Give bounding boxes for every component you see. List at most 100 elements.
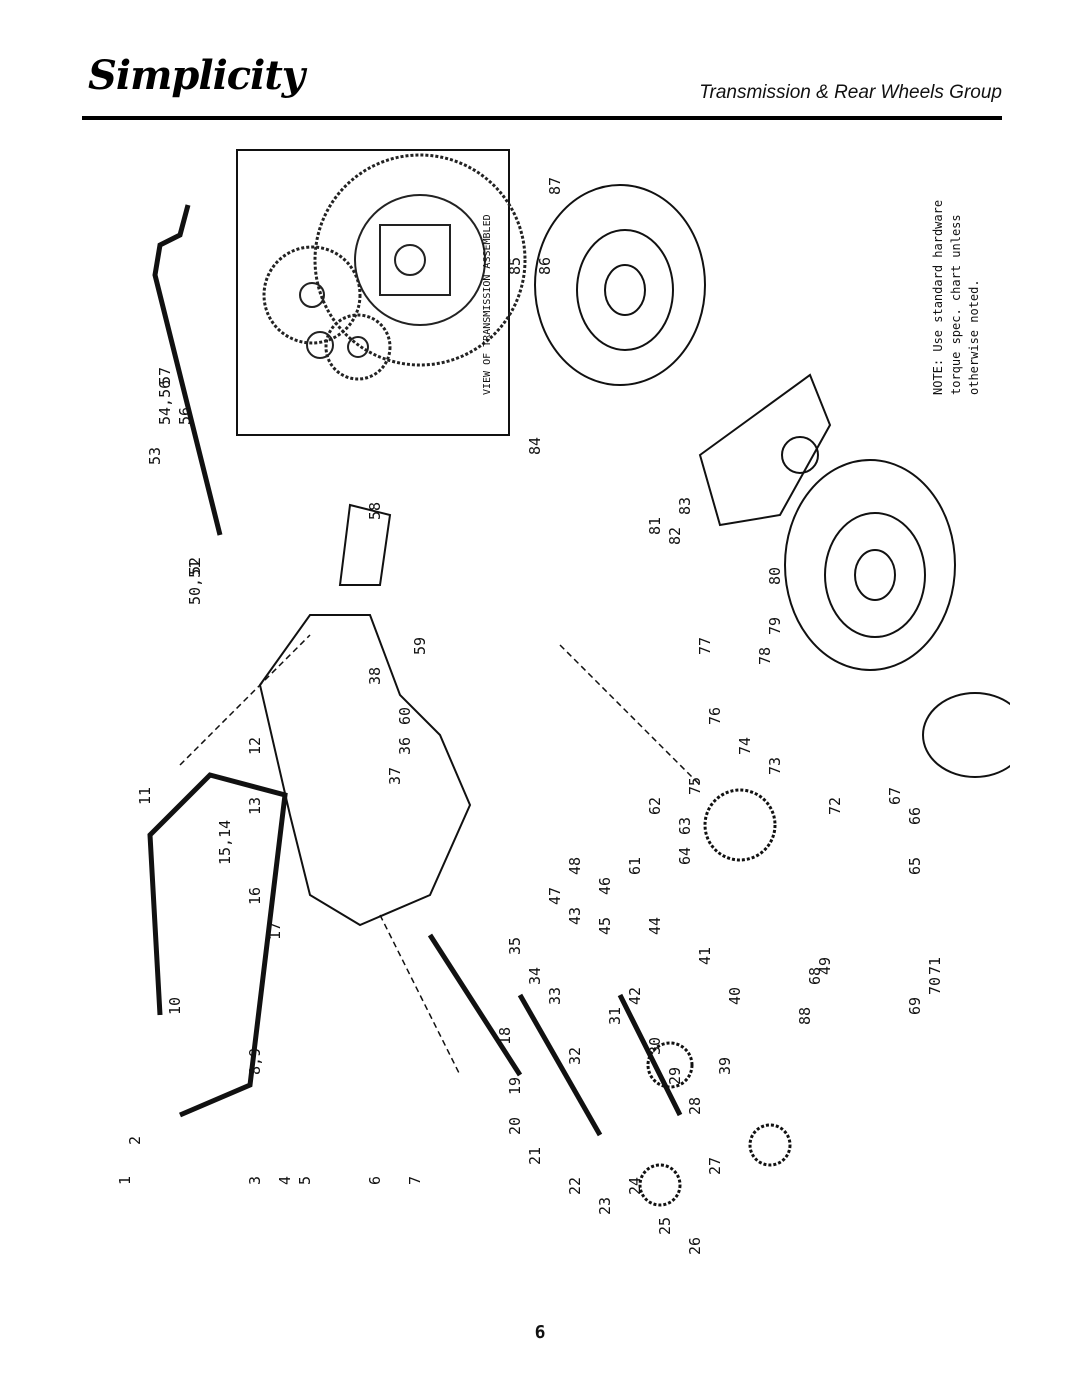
- callout-8-9: 8,9: [246, 1048, 264, 1075]
- shift-rod: [152, 204, 223, 536]
- note-line-1: NOTE: Use standard hardware: [931, 200, 945, 395]
- callout-82: 82: [666, 527, 684, 545]
- callout-48: 48: [566, 857, 584, 875]
- callout-35: 35: [506, 937, 524, 955]
- callout-43: 43: [566, 907, 584, 925]
- callout-83: 83: [676, 497, 694, 515]
- callout-27: 27: [706, 1157, 724, 1175]
- callout-32: 32: [566, 1047, 584, 1065]
- callout-88: 88: [796, 1007, 814, 1025]
- gear-set: [638, 788, 792, 1207]
- callout-19: 19: [506, 1077, 524, 1095]
- note-line-2: torque spec. chart unless: [949, 214, 963, 395]
- frame-bracket: [338, 503, 392, 586]
- transmission-frame: [258, 614, 472, 927]
- callout-3: 3: [246, 1176, 264, 1185]
- callout-1: 1: [116, 1176, 134, 1185]
- callout-33: 33: [546, 987, 564, 1005]
- callout-64: 64: [676, 847, 694, 865]
- hub-cap: [922, 692, 1010, 778]
- axle-shaft-c: [617, 993, 683, 1117]
- callout-66: 66: [906, 807, 924, 825]
- callout-30: 30: [646, 1037, 664, 1055]
- callout-25: 25: [656, 1217, 674, 1235]
- callout-31: 31: [606, 1007, 624, 1025]
- rear-wheel-upper: [534, 184, 706, 386]
- callout-50-51: 50,51: [186, 560, 204, 605]
- callout-11: 11: [136, 787, 154, 805]
- callout-15-14: 15,14: [216, 820, 234, 865]
- callout-74: 74: [736, 737, 754, 755]
- callout-56: 56: [176, 407, 194, 425]
- callout-79: 79: [766, 617, 784, 635]
- callout-10: 10: [166, 997, 184, 1015]
- handle-frame: [147, 772, 288, 1118]
- torque-note: NOTE: Use standard hardware torque spec.…: [931, 200, 981, 395]
- callout-24: 24: [626, 1177, 644, 1195]
- callout-60: 60: [396, 707, 414, 725]
- callout-26: 26: [686, 1237, 704, 1255]
- callout-73: 73: [766, 757, 784, 775]
- callout-45: 45: [596, 917, 614, 935]
- callout-12: 12: [246, 737, 264, 755]
- transmission-housing: [698, 373, 832, 527]
- rear-wheel-lower: [784, 459, 956, 671]
- callout-77: 77: [696, 637, 714, 655]
- note-line-3: otherwise noted.: [967, 279, 981, 395]
- page-number: 6: [534, 1322, 546, 1343]
- inset-view: VIEW OF TRANSMISSION ASSEMBLED: [236, 149, 527, 436]
- header-rule: [82, 116, 1002, 120]
- callout-81: 81: [646, 517, 664, 535]
- callout-61: 61: [626, 857, 644, 875]
- callout-76: 76: [706, 707, 724, 725]
- callout-80: 80: [766, 567, 784, 585]
- callout-39: 39: [716, 1057, 734, 1075]
- section-title: Transmission & Rear Wheels Group: [699, 82, 1002, 103]
- callout-21: 21: [526, 1147, 544, 1165]
- callout-85: 85: [506, 257, 524, 275]
- callout-17: 17: [266, 922, 284, 940]
- callout-62: 62: [646, 797, 664, 815]
- callout-28: 28: [686, 1097, 704, 1115]
- callout-2: 2: [126, 1136, 144, 1145]
- callout-5: 5: [296, 1176, 314, 1185]
- axle-shaft-b: [517, 993, 603, 1137]
- callout-63: 63: [676, 817, 694, 835]
- callout-78: 78: [756, 647, 774, 665]
- exploded-parts-diagram: VIEW OF TRANSMISSION ASSEMBLED: [116, 149, 1010, 1255]
- axle-shaft-a: [427, 933, 523, 1077]
- callout-65: 65: [906, 857, 924, 875]
- callout-20: 20: [506, 1117, 524, 1135]
- callout-68: 68: [806, 967, 824, 985]
- callout-42: 42: [626, 987, 644, 1005]
- callout-34: 34: [526, 967, 544, 985]
- callout-49: 49: [816, 957, 834, 975]
- callout-41: 41: [696, 947, 714, 965]
- callout-47: 47: [546, 887, 564, 905]
- callout-23: 23: [596, 1197, 614, 1215]
- callout-13: 13: [246, 797, 264, 815]
- callout-70: 70: [926, 977, 944, 995]
- callout-72: 72: [826, 797, 844, 815]
- callout-29: 29: [666, 1067, 684, 1085]
- callout-7: 7: [406, 1176, 424, 1185]
- inset-caption: VIEW OF TRANSMISSION ASSEMBLED: [482, 214, 493, 395]
- callout-69: 69: [906, 997, 924, 1015]
- callout-71: 71: [926, 957, 944, 975]
- callout-67: 67: [886, 787, 904, 805]
- callout-6: 6: [366, 1176, 384, 1185]
- callout-87: 87: [546, 177, 564, 195]
- callout-58: 58: [366, 502, 384, 520]
- callout-22: 22: [566, 1177, 584, 1195]
- callout-46: 46: [596, 877, 614, 895]
- callout-38: 38: [366, 667, 384, 685]
- callout-57: 57: [156, 367, 174, 385]
- callout-54-56: 54,56: [156, 380, 174, 425]
- callout-75: 75: [686, 777, 704, 795]
- callout-52: 52: [186, 557, 204, 575]
- callout-16: 16: [246, 887, 264, 905]
- callout-84: 84: [526, 437, 544, 455]
- callout-36: 36: [396, 737, 414, 755]
- brand-logo: Simplicity: [88, 52, 305, 99]
